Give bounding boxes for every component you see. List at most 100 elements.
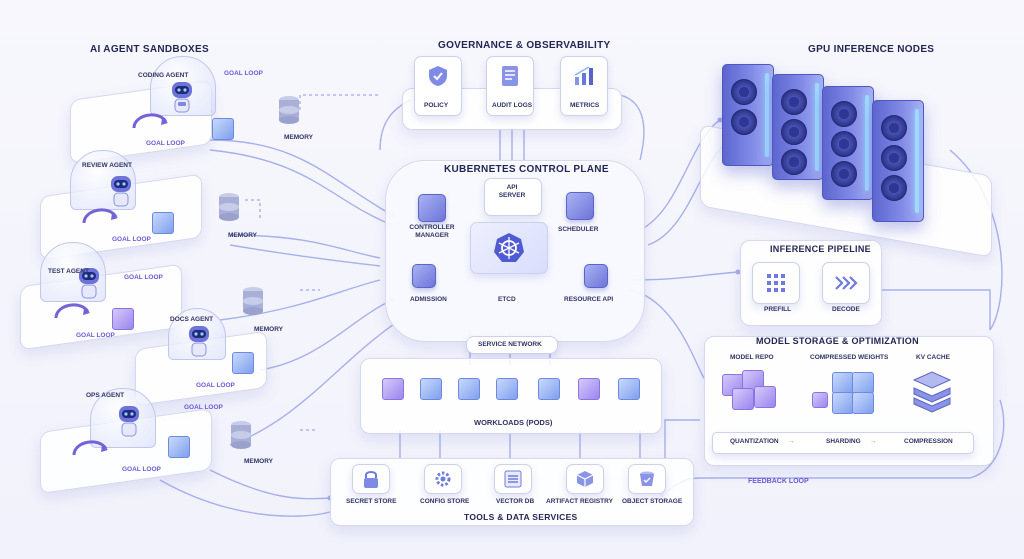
robot-icon	[111, 176, 131, 207]
goal-loop-label: GOAL LOOP	[76, 332, 115, 339]
object-storage-card[interactable]	[628, 464, 666, 494]
prefill-grid-icon	[767, 274, 785, 292]
fan-icon	[831, 131, 857, 157]
pod-icon	[420, 378, 442, 400]
secret-store-label: SECRET STORE	[346, 498, 397, 505]
prefill-card[interactable]	[752, 262, 800, 304]
weights-block-icon	[812, 392, 828, 408]
agent-name: CODING AGENT	[138, 72, 189, 79]
kubernetes-core[interactable]	[470, 222, 548, 274]
goal-loop-icon	[82, 208, 118, 224]
context-cube	[152, 212, 174, 234]
metrics-card[interactable]	[560, 56, 608, 116]
lock-icon	[364, 471, 378, 488]
resource-api-icon	[584, 264, 608, 288]
robot-icon	[172, 82, 192, 113]
fan-icon	[881, 175, 907, 201]
gpu-title: GPU INFERENCE NODES	[808, 44, 935, 55]
goal-loop-label: GOAL LOOP	[146, 140, 185, 147]
bucket-icon	[640, 471, 654, 486]
pipeline-title: INFERENCE PIPELINE	[770, 244, 871, 254]
goal-loop-label: GOAL LOOP	[112, 236, 151, 243]
goal-loop-icon	[54, 303, 90, 319]
context-cube	[168, 436, 190, 458]
arrow-right-icon: →	[788, 438, 795, 445]
workloads-label: WORKLOADS (PODS)	[474, 418, 553, 427]
gpu-server-4[interactable]	[872, 100, 924, 222]
gpu-server-3[interactable]	[822, 86, 874, 200]
gear-icon	[435, 471, 451, 487]
memory-icon	[231, 421, 251, 449]
robot-icon	[79, 268, 99, 299]
agent-name: TEST AGENT	[48, 268, 89, 275]
pod-icon	[458, 378, 480, 400]
arrow-right-icon: →	[870, 438, 877, 445]
goal-loop-label: GOAL LOOP	[196, 382, 235, 389]
model-block-icon	[732, 388, 754, 410]
optimization-steps-bar	[712, 432, 974, 454]
fan-icon	[731, 109, 757, 135]
goal-loop-side-label: GOAL LOOP	[124, 274, 163, 281]
object-storage-label: OBJECT STORAGE	[622, 498, 683, 505]
weights-block-icon	[832, 372, 854, 394]
status-light	[765, 73, 769, 157]
goal-loop-side-label: GOAL LOOP	[224, 70, 263, 77]
package-icon	[576, 471, 594, 487]
kubernetes-wheel-icon	[494, 233, 524, 262]
control-plane-title: KUBERNETES CONTROL PLANE	[444, 164, 609, 175]
kv-cache-stack-icon	[912, 371, 952, 413]
agent-name: DOCS AGENT	[170, 316, 214, 323]
memory-icon	[279, 96, 299, 124]
memory-label: MEMORY	[244, 458, 274, 465]
context-cube	[212, 118, 234, 140]
status-light	[865, 95, 869, 191]
memory-label: MEMORY	[284, 134, 314, 141]
memory-icon	[219, 193, 239, 221]
resource-api-label: RESOURCE API	[564, 296, 614, 303]
fan-icon	[781, 119, 807, 145]
context-cube	[232, 352, 254, 374]
pod-icon	[538, 378, 560, 400]
weights-block-icon	[852, 372, 874, 394]
goal-loop-icon	[72, 440, 108, 456]
config-store-card[interactable]	[424, 464, 462, 494]
admission-label: ADMISSION	[410, 296, 447, 303]
goal-loop-label: GOAL LOOP	[122, 466, 161, 473]
service-network-bar[interactable]	[466, 336, 558, 354]
artifact-registry-card[interactable]	[566, 464, 604, 494]
policy-card[interactable]	[414, 56, 462, 116]
fan-icon	[831, 161, 857, 187]
status-light	[915, 109, 919, 213]
kv-cache-label: KV CACHE	[916, 354, 950, 361]
gpu-server-2[interactable]	[772, 74, 824, 180]
goal-loop-icon	[132, 113, 168, 129]
memory-icon	[243, 287, 263, 315]
audit-logs-card[interactable]	[486, 56, 534, 116]
fan-icon	[881, 115, 907, 141]
pod-icon	[382, 378, 404, 400]
goal-loop-side-label: GOAL LOOP	[184, 404, 223, 411]
compressed-weights-label: COMPRESSED WEIGHTS	[810, 354, 889, 361]
api-server-card[interactable]	[484, 178, 542, 216]
shield-icon	[429, 66, 447, 86]
controller-manager-label: CONTROLLER MANAGER	[409, 224, 455, 239]
governance-title: GOVERNANCE & OBSERVABILITY	[438, 40, 611, 51]
etcd-label: ETCD	[498, 296, 516, 303]
context-cube	[112, 308, 134, 330]
agent-name: REVIEW AGENT	[82, 162, 132, 169]
scheduler-label: SCHEDULER	[558, 226, 599, 233]
decode-card[interactable]	[822, 262, 870, 304]
gpu-server-1[interactable]	[722, 64, 774, 166]
fan-icon	[881, 145, 907, 171]
prefill-label: PREFILL	[764, 306, 792, 313]
secret-store-card[interactable]	[352, 464, 390, 494]
pod-icon	[496, 378, 518, 400]
sandboxes-title: AI AGENT SANDBOXES	[90, 44, 209, 55]
vector-db-card[interactable]	[494, 464, 532, 494]
memory-label: MEMORY	[254, 326, 284, 333]
fan-icon	[781, 149, 807, 175]
robot-icon	[189, 326, 209, 357]
policy-label: POLICY	[424, 102, 449, 109]
bar-chart-icon	[574, 66, 593, 85]
weights-block-icon	[852, 392, 874, 414]
